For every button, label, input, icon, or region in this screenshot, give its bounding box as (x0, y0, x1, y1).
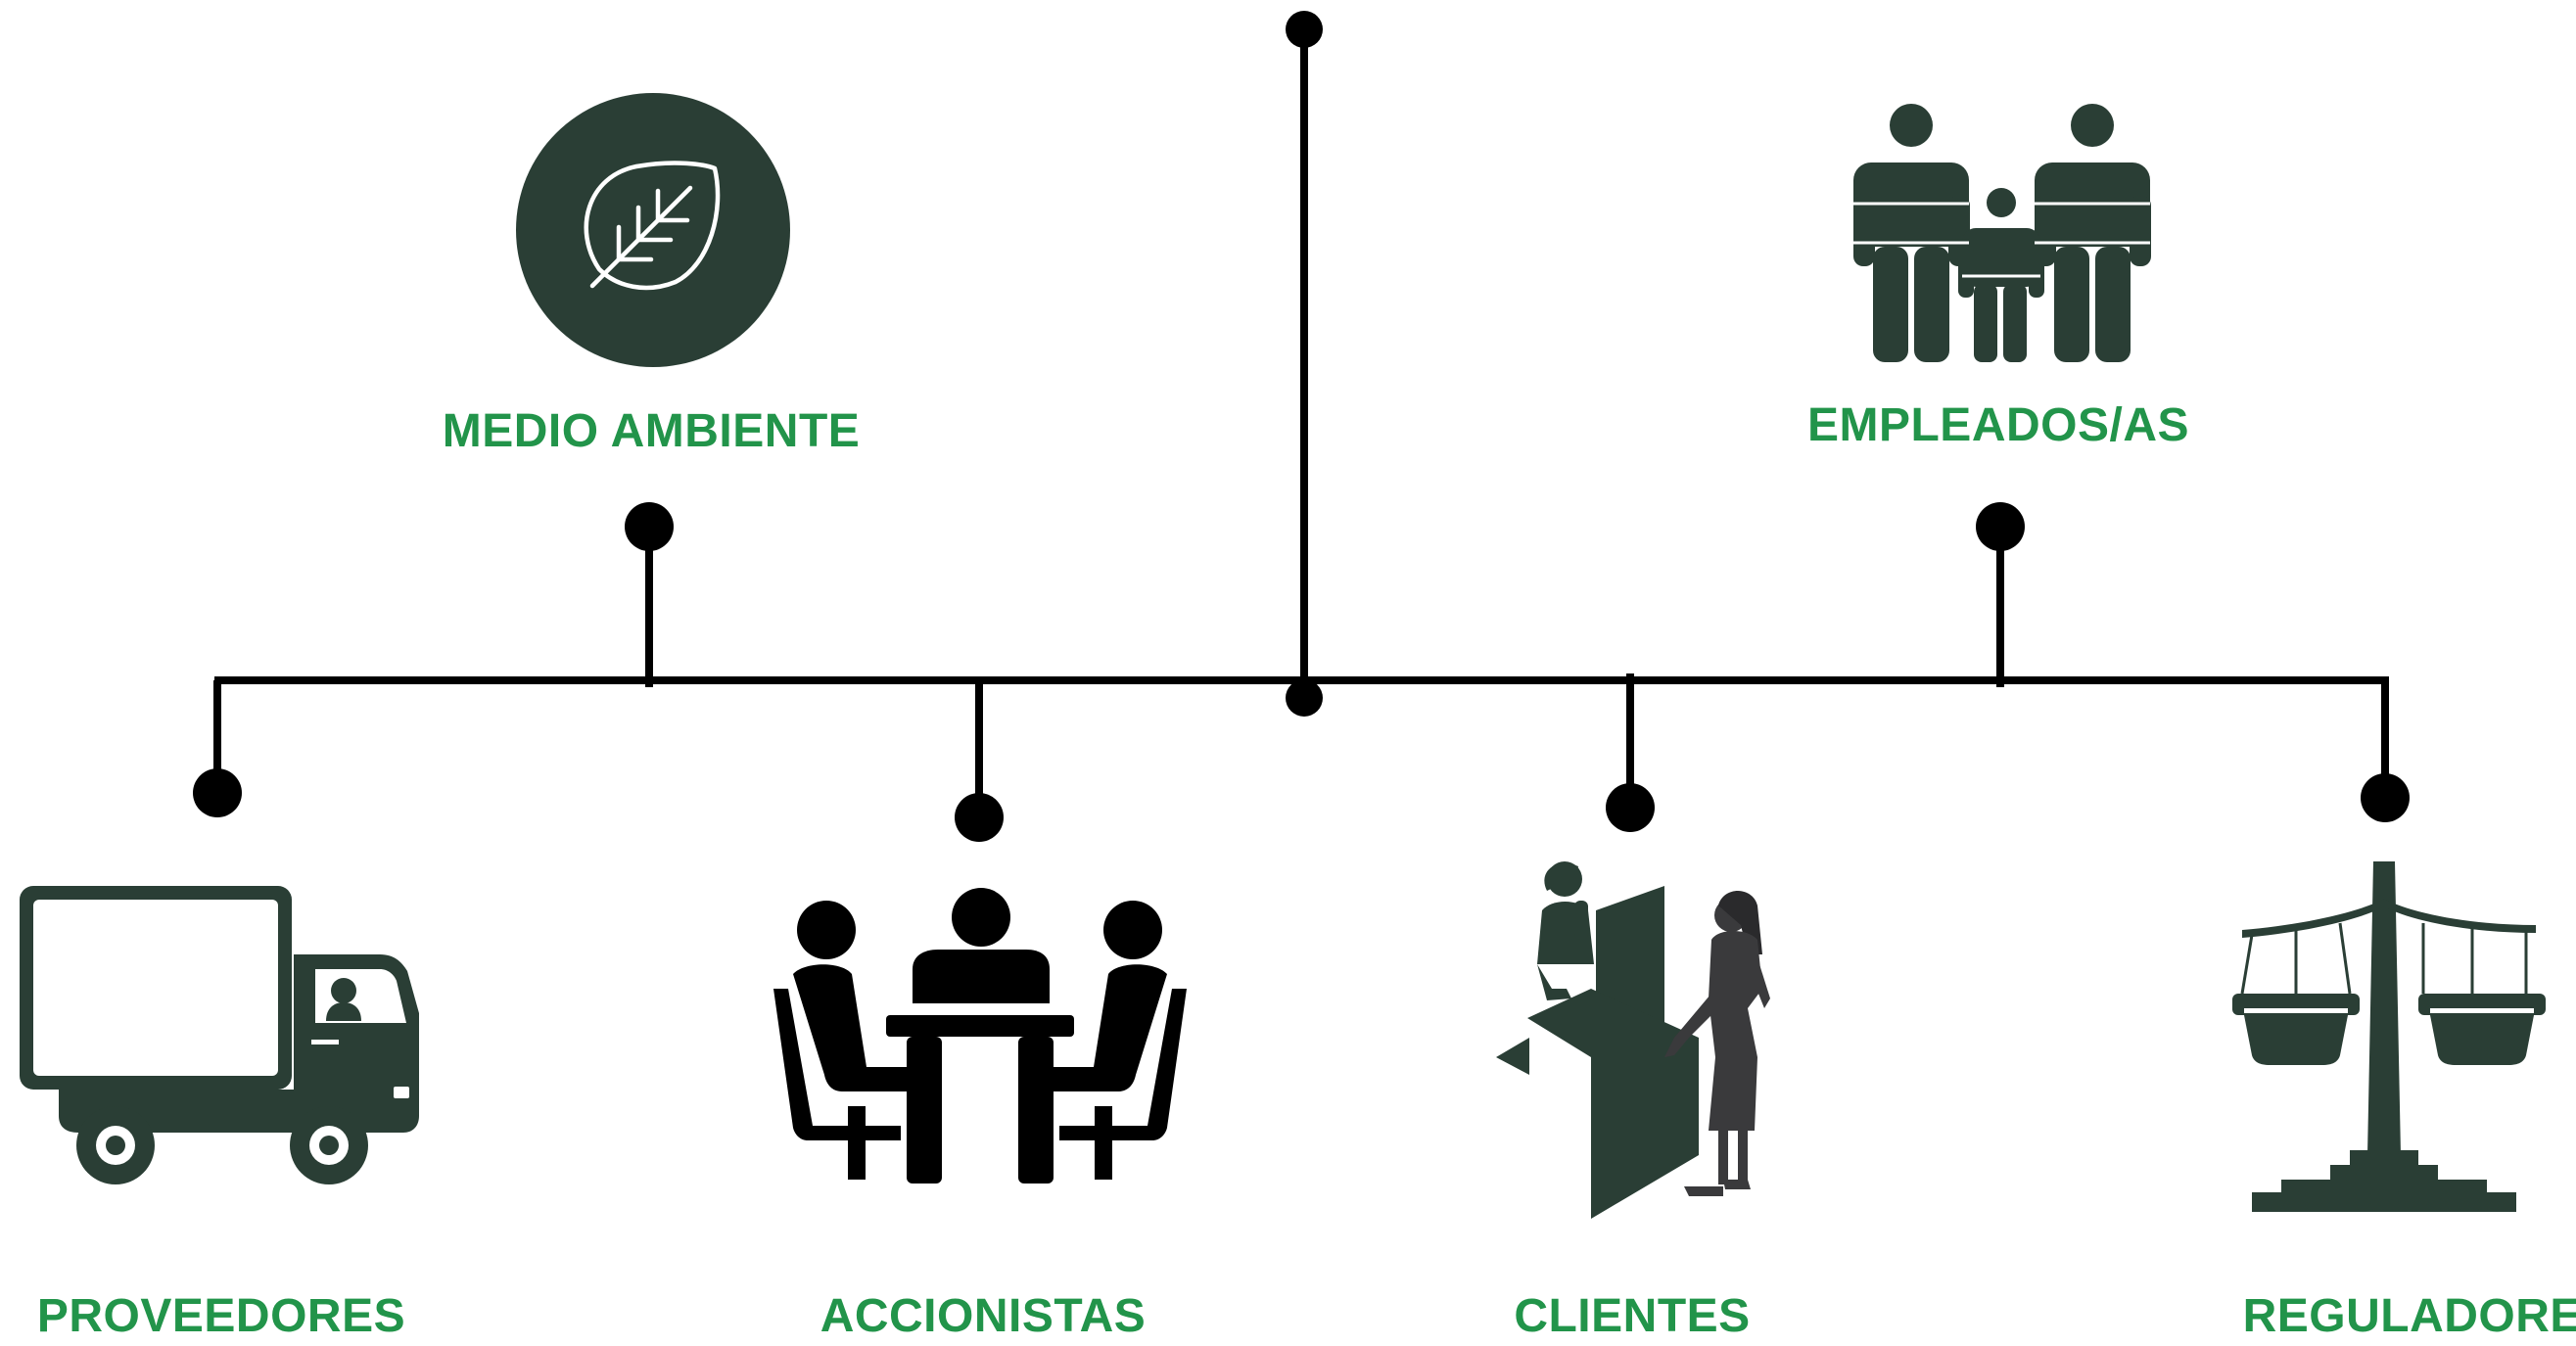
leaf-icon (516, 93, 790, 367)
connector-dots (193, 11, 2410, 842)
label-medio-ambiente: MEDIO AMBIENTE (443, 405, 861, 457)
family-icon (1853, 104, 2151, 362)
dot-center (1286, 679, 1323, 717)
dot-clientes (1606, 783, 1655, 832)
truck-icon (20, 886, 419, 1184)
label-accionistas: ACCIONISTAS (820, 1290, 1147, 1342)
dot-reguladores (2361, 773, 2410, 822)
customer-counter-icon (1496, 861, 1770, 1219)
label-clientes: CLIENTES (1514, 1290, 1750, 1342)
balance-scale-icon (2232, 861, 2546, 1212)
label-reguladores: REGULADORES (2243, 1290, 2576, 1342)
dot-empleados (1976, 502, 2025, 551)
label-proveedores: PROVEEDORES (37, 1290, 405, 1342)
dot-proveedores (193, 768, 242, 817)
dot-accionistas (955, 793, 1004, 842)
label-empleados: EMPLEADOS/AS (1807, 399, 2189, 451)
dot-top (1286, 11, 1323, 48)
meeting-table-icon (773, 888, 1187, 1184)
dot-medio-ambiente (625, 502, 674, 551)
